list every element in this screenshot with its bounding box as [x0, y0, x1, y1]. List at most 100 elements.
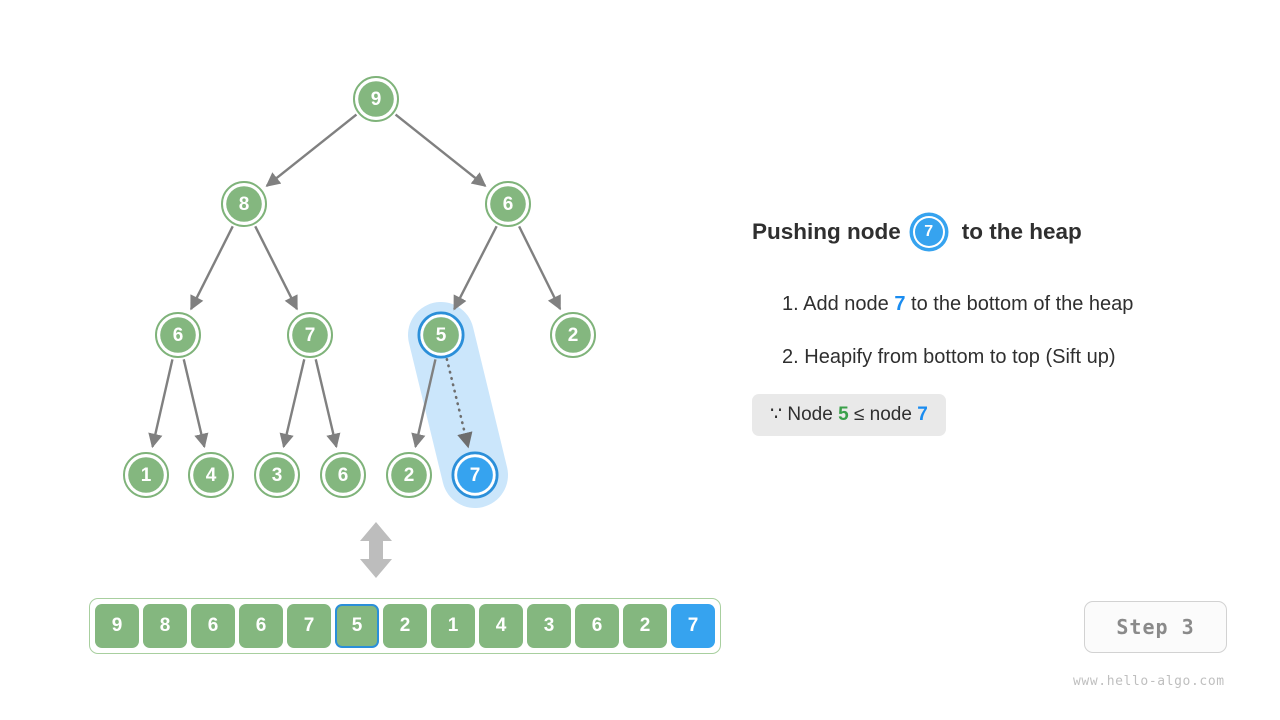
instruction-step-2: 2. Heapify from bottom to top (Sift up) [782, 346, 1116, 369]
node-inner-gap-ring [223, 183, 265, 225]
array-cell[interactable]: 6 [575, 604, 619, 648]
tree-edge [453, 225, 498, 311]
node-inner-gap-ring [388, 454, 430, 496]
tree-node-8[interactable]: 8 [221, 181, 267, 227]
reason-right-value: 7 [917, 404, 928, 425]
node-outer-ring [353, 76, 399, 122]
node-label: 5 [436, 325, 447, 346]
node-outer-ring [221, 181, 267, 227]
tree-node-4[interactable]: 4 [188, 452, 234, 498]
node-label: 2 [568, 325, 579, 346]
array-cell[interactable]: 1 [431, 604, 475, 648]
node-core [391, 457, 427, 493]
step-1-index: 1. [782, 293, 799, 315]
node-outer-ring [417, 311, 465, 359]
node-label: 8 [239, 194, 250, 215]
node-core [358, 81, 394, 117]
node-outer-ring [485, 181, 531, 227]
tree-node-6[interactable]: 6 [485, 181, 531, 227]
node-inner-gap-ring [355, 78, 397, 120]
node-label: 7 [305, 325, 316, 346]
array-cell[interactable]: 5 [335, 604, 379, 648]
array-cell[interactable]: 3 [527, 604, 571, 648]
tree-node-3[interactable]: 3 [254, 452, 300, 498]
node-core [160, 317, 196, 353]
tree-edge [279, 359, 306, 449]
step-badge: Step 3 [1084, 601, 1227, 653]
step-2-index: 2. [782, 346, 799, 368]
step-2-text: Heapify from bottom to top (Sift up) [804, 346, 1116, 368]
node-label: 9 [371, 89, 382, 110]
node-core [193, 457, 229, 493]
tree-node-2[interactable]: 2 [386, 452, 432, 498]
tree-edge [518, 225, 562, 311]
reason-operator: ≤ [853, 404, 865, 425]
node-inner-gap-ring [289, 314, 331, 356]
node-inner-gap-ring [454, 454, 496, 496]
node-inner-gap-ring [322, 454, 364, 496]
node-core [226, 186, 262, 222]
node-label: 6 [503, 194, 514, 215]
node-core [457, 457, 493, 493]
tree-edge [182, 359, 209, 449]
tree-edge [265, 113, 358, 187]
array-cell[interactable]: 7 [287, 604, 331, 648]
node-core [490, 186, 526, 222]
node-outer-ring [451, 451, 499, 499]
tree-node-9[interactable]: 9 [353, 76, 399, 122]
headline-suffix: to the heap [961, 219, 1082, 244]
node-core [259, 457, 295, 493]
node-label: 6 [338, 465, 349, 486]
node-outer-ring [287, 312, 333, 358]
array-cell[interactable]: 7 [671, 604, 715, 648]
tree-node-2[interactable]: 2 [550, 312, 596, 358]
array-cell[interactable]: 2 [383, 604, 427, 648]
step-1-text-after: to the bottom of the heap [911, 293, 1134, 315]
step-1-highlight-value: 7 [894, 293, 906, 315]
reason-word-node: Node [787, 404, 833, 425]
because-symbol: ∵ [770, 404, 783, 425]
step-1-text-before: Add node [803, 293, 889, 315]
tree-edges [148, 113, 562, 449]
array-cell[interactable]: 9 [95, 604, 139, 648]
tree-node-7[interactable]: 7 [451, 451, 499, 499]
node-core [555, 317, 591, 353]
node-label: 1 [141, 465, 152, 486]
node-inner-gap-ring [256, 454, 298, 496]
pushed-node-badge: 7 [912, 216, 945, 248]
tree-edge [411, 359, 437, 449]
node-outer-ring [254, 452, 300, 498]
double-arrow-vertical-icon [360, 522, 392, 578]
node-outer-ring [155, 312, 201, 358]
reason-word-node-lower: node [869, 404, 912, 425]
tree-edge [445, 357, 473, 449]
node-core [292, 317, 328, 353]
array-cell[interactable]: 6 [239, 604, 283, 648]
node-inner-gap-ring [125, 454, 167, 496]
node-inner-gap-ring [420, 314, 462, 356]
array-cell[interactable]: 4 [479, 604, 523, 648]
tree-node-1[interactable]: 1 [123, 452, 169, 498]
node-inner-gap-ring [190, 454, 232, 496]
tree-edge [314, 359, 341, 449]
tree-edge [189, 225, 234, 311]
reason-callout: ∵ Node 5 ≤ node 7 [752, 394, 946, 436]
tree-edge [394, 113, 487, 187]
tree-node-6[interactable]: 6 [155, 312, 201, 358]
array-cell[interactable]: 8 [143, 604, 187, 648]
reason-left-value: 5 [838, 404, 849, 425]
array-cell[interactable]: 2 [623, 604, 667, 648]
node-label: 6 [173, 325, 184, 346]
tree-node-7[interactable]: 7 [287, 312, 333, 358]
node-core [325, 457, 361, 493]
node-core [128, 457, 164, 493]
tree-node-6[interactable]: 6 [320, 452, 366, 498]
node-inner-gap-ring [487, 183, 529, 225]
array-cell[interactable]: 6 [191, 604, 235, 648]
node-inner-gap-ring [552, 314, 594, 356]
tree-node-5[interactable]: 5 [417, 311, 465, 359]
